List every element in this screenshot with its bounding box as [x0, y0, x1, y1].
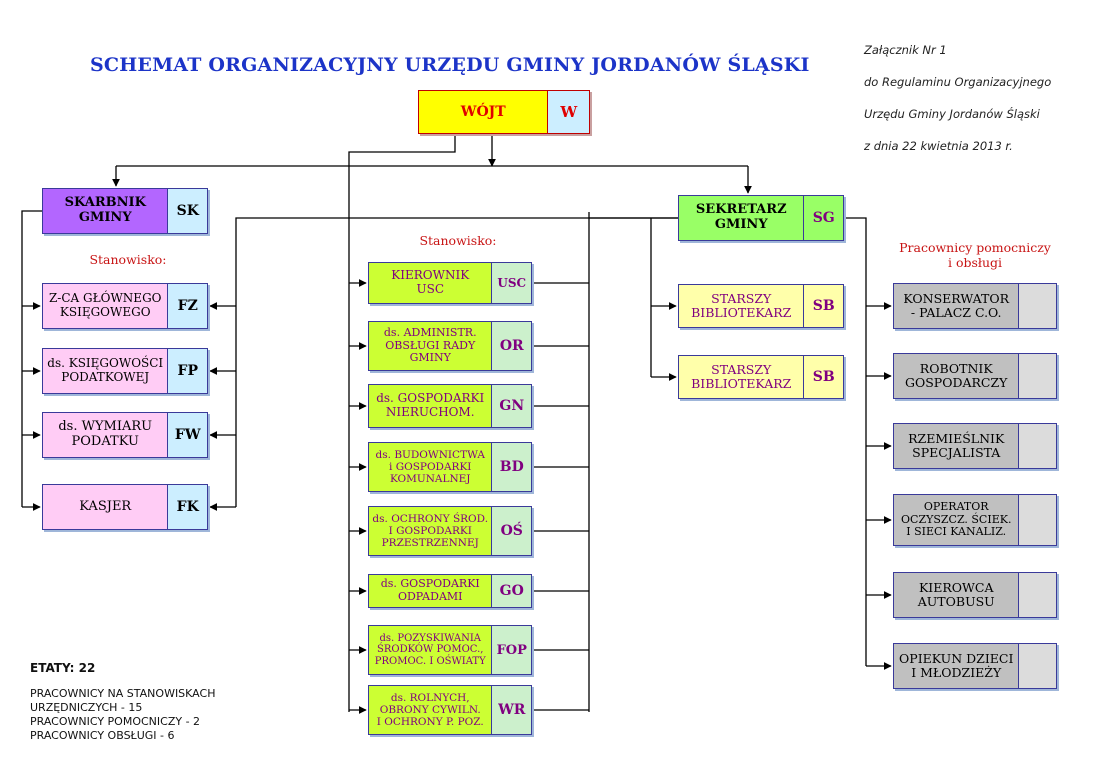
- org-box-label: ds. OCHRONY ŚROD. I GOSPODARKI PRZESTRZE…: [369, 507, 492, 555]
- org-box-code: [1018, 573, 1056, 617]
- org-box-label: ds. GOSPODARKI ODPADAMI: [369, 575, 492, 607]
- org-box-label: STARSZY BIBLIOTEKARZ: [679, 285, 804, 327]
- org-box-robotnik: ROBOTNIK GOSPODARCZY: [893, 353, 1057, 399]
- org-box-label: ds. BUDOWNICTWA i GOSPODARKI KOMUNALNEJ: [369, 443, 492, 491]
- org-box-gn: ds. GOSPODARKI NIERUCHOM.GN: [368, 384, 532, 428]
- stats-line: PRACOWNICY OBSŁUGI - 6: [30, 729, 175, 742]
- org-box-code: [1018, 354, 1056, 398]
- connector-line: [845, 217, 867, 666]
- annex-note-line: Urzędu Gminy Jordanów Śląski: [864, 107, 1040, 121]
- left-section-label: Stanowisko:: [89, 252, 167, 267]
- org-box-fop: ds. POZYSKIWANIA ŚRODKÓW POMOC., PROMOC.…: [368, 625, 532, 675]
- org-box-code: W: [547, 91, 589, 133]
- org-box-os: ds. OCHRONY ŚROD. I GOSPODARKI PRZESTRZE…: [368, 506, 532, 556]
- org-box-code: [1018, 424, 1056, 468]
- annex-note-line: do Regulaminu Organizacyjnego: [864, 75, 1052, 89]
- org-box-code: USC: [491, 263, 531, 303]
- org-box-code: SG: [803, 196, 843, 240]
- org-box-opiekun: OPIEKUN DZIECI I MŁODZIEŻY: [893, 643, 1057, 689]
- org-box-label: ROBOTNIK GOSPODARCZY: [894, 354, 1019, 398]
- annex-note: Załącznik Nr 1 do Regulaminu Organizacyj…: [864, 26, 1051, 170]
- org-box-label: ds. POZYSKIWANIA ŚRODKÓW POMOC., PROMOC.…: [369, 626, 492, 674]
- org-box-label: ds. GOSPODARKI NIERUCHOM.: [369, 385, 492, 427]
- org-box-code: SB: [803, 285, 843, 327]
- stats-line: PRACOWNICY NA STANOWISKACH: [30, 687, 216, 700]
- org-box-wr: ds. ROLNYCH, OBRONY CYWILN. I OCHRONY P.…: [368, 685, 532, 735]
- page-title: SCHEMAT ORGANIZACYJNY URZĘDU GMINY JORDA…: [90, 54, 810, 76]
- org-box-code: FW: [167, 413, 207, 457]
- org-box-code: GN: [491, 385, 531, 427]
- org-box-code: GO: [491, 575, 531, 607]
- middle-section-label: Stanowisko:: [419, 233, 497, 248]
- etaty-total: ETATY: 22: [30, 661, 96, 675]
- org-box-label: RZEMIEŚLNIK SPECJALISTA: [894, 424, 1019, 468]
- org-box-code: FP: [167, 349, 207, 393]
- org-box-label: KIEROWCA AUTOBUSU: [894, 573, 1019, 617]
- org-box-label: ds. ROLNYCH, OBRONY CYWILN. I OCHRONY P.…: [369, 686, 492, 734]
- org-box-konserwator: KONSERWATOR - PALACZ C.O.: [893, 283, 1057, 329]
- org-box-label: STARSZY BIBLIOTEKARZ: [679, 356, 804, 398]
- connector-line: [588, 217, 678, 712]
- org-box-kierowca: KIEROWCA AUTOBUSU: [893, 572, 1057, 618]
- org-box-label: SEKRETARZ GMINY: [679, 196, 804, 240]
- org-box-label: SKARBNIK GMINY: [43, 189, 168, 233]
- connector-line: [21, 210, 42, 507]
- staff-stats: ETATY: 22 PRACOWNICY NA STANOWISKACH URZ…: [30, 661, 215, 743]
- connector-line: [235, 217, 678, 507]
- org-box-code: [1018, 284, 1056, 328]
- org-box-code: SB: [803, 356, 843, 398]
- org-box-code: [1018, 644, 1056, 688]
- right-section-label: Pracownicy pomocniczy i obsługi: [899, 240, 1051, 270]
- org-box-label: ds. KSIĘGOWOŚCI PODATKOWEJ: [43, 349, 168, 393]
- org-box-code: [1018, 495, 1056, 545]
- annex-note-line: Załącznik Nr 1: [864, 43, 947, 57]
- org-box-label: KASJER: [43, 485, 168, 529]
- org-box-operator: OPERATOR OCZYSZCZ. ŚCIEK. I SIECI KANALI…: [893, 494, 1057, 546]
- org-box-label: KONSERWATOR - PALACZ C.O.: [894, 284, 1019, 328]
- stats-line: PRACOWNICY POMOCNICZY - 2: [30, 715, 201, 728]
- org-box-label: OPIEKUN DZIECI I MŁODZIEŻY: [894, 644, 1019, 688]
- org-box-code: FZ: [167, 284, 207, 328]
- org-box-code: WR: [491, 686, 531, 734]
- org-box-code: BD: [491, 443, 531, 491]
- org-box-code: SK: [167, 189, 207, 233]
- org-box-label: ds. WYMIARU PODATKU: [43, 413, 168, 457]
- org-box-label: ds. ADMINISTR. OBSŁUGI RADY GMINY: [369, 322, 492, 370]
- org-box-code: OR: [491, 322, 531, 370]
- org-box-code: FOP: [491, 626, 531, 674]
- org-box-label: KIEROWNIK USC: [369, 263, 492, 303]
- connector-line: [348, 134, 456, 712]
- org-box-label: WÓJT: [419, 91, 548, 133]
- org-box-code: FK: [167, 485, 207, 529]
- stats-line: URZĘDNICZYCH - 15: [30, 701, 143, 714]
- annex-note-line: z dnia 22 kwietnia 2013 r.: [864, 139, 1013, 153]
- org-box-label: OPERATOR OCZYSZCZ. ŚCIEK. I SIECI KANALI…: [894, 495, 1019, 545]
- org-box-code: OŚ: [491, 507, 531, 555]
- org-box-rzemieslnik: RZEMIEŚLNIK SPECJALISTA: [893, 423, 1057, 469]
- org-box-label: Z-CA GŁÓWNEGO KSIĘGOWEGO: [43, 284, 168, 328]
